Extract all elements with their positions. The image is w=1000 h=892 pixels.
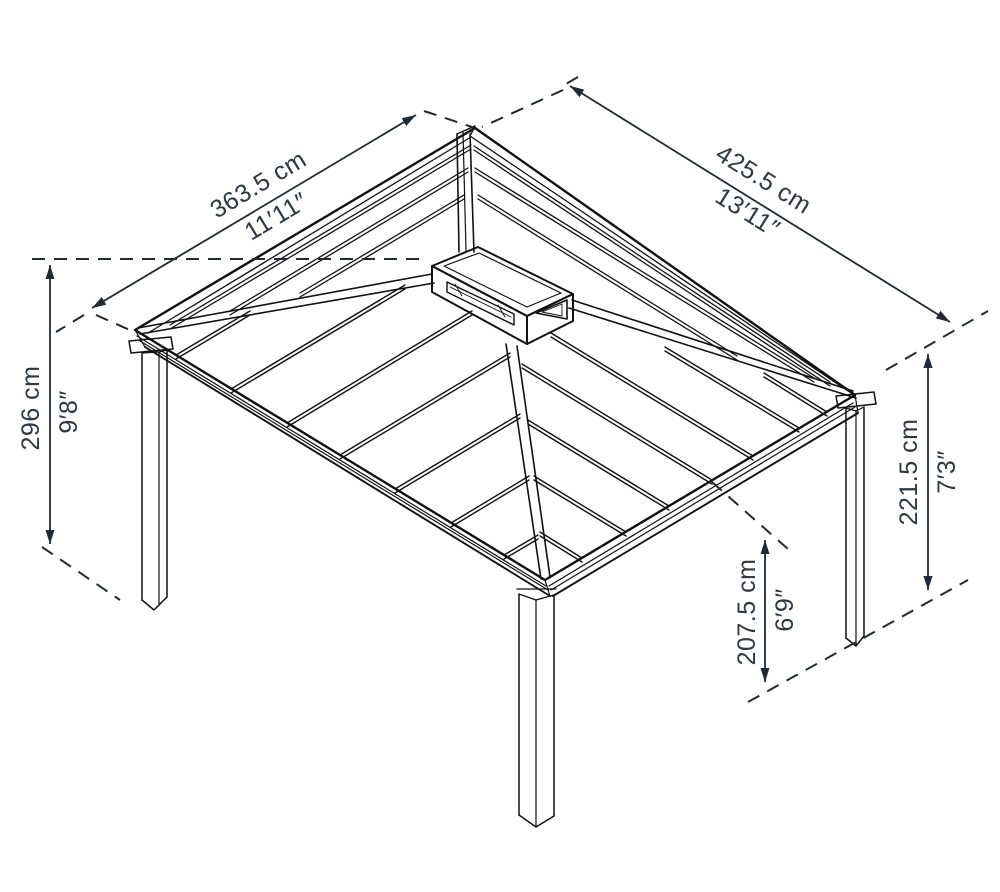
dim-height-total-metric: 296 cm — [17, 366, 45, 451]
dim-height-corner-imperial: 7′3″ — [933, 450, 961, 493]
post-left — [128, 336, 174, 611]
dim-height-total-imperial: 9′8″ — [55, 390, 83, 433]
roof-vent-cupola — [431, 246, 574, 345]
roof-seams-front-right — [521, 332, 828, 563]
post-right — [835, 391, 877, 647]
dim-height-corner-metric: 221.5 cm — [895, 419, 923, 526]
dim-height-clearance-metric: 207.5 cm — [733, 559, 761, 666]
dimension-annotations: 363.5 cm 11′11″ 425.5 cm 13′11″ 296 cm 9… — [17, 76, 989, 703]
dimension-height-total: 296 cm 9′8″ — [17, 265, 83, 544]
post-front — [516, 588, 557, 828]
dim-height-clearance-imperial: 6′9″ — [771, 588, 799, 631]
dimension-height-clearance: 207.5 cm 6′9″ — [733, 540, 799, 682]
vent-gable — [535, 299, 568, 320]
dimension-height-corner: 221.5 cm 7′3″ — [895, 354, 961, 590]
eave-fascia-left — [134, 329, 551, 597]
dimension-roof-right: 425.5 cm 13′11″ — [569, 85, 951, 323]
extension-lines — [32, 76, 989, 703]
vent-louver — [446, 281, 515, 326]
roof-seams-front-left — [175, 284, 539, 560]
